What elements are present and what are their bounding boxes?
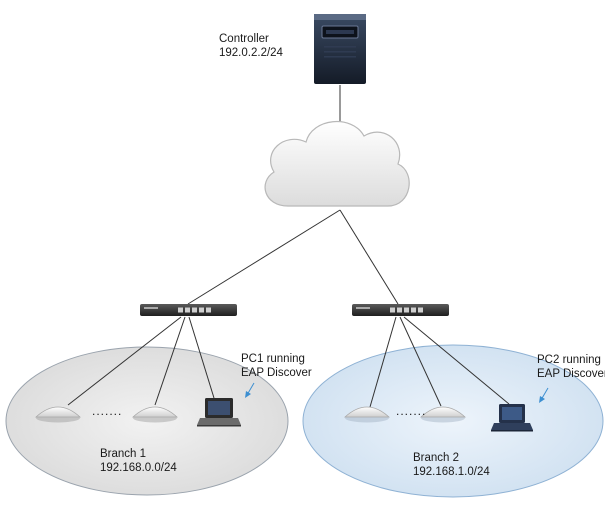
pc1-laptop-icon — [197, 398, 241, 427]
link-router2-ap1 — [369, 316, 397, 408]
pc1-label-line1: PC1 running — [241, 353, 305, 365]
pc1-label-line2: EAP Discover — [241, 367, 312, 379]
controller-server-icon — [314, 14, 366, 84]
branch2-subnet: 192.168.1.0/24 — [413, 466, 490, 478]
internet-cloud-icon — [264, 121, 410, 207]
branch1-router-icon — [140, 304, 237, 316]
link-cloud-router1 — [187, 209, 341, 305]
branch2-access-point-icon — [343, 406, 391, 423]
link-router2-laptop2 — [403, 316, 510, 405]
controller-ip: 192.0.2.2/24 — [219, 47, 283, 59]
branch2-ellipsis: ....... — [396, 404, 427, 418]
link-router1-ap2 — [154, 316, 186, 406]
discover-arrows — [245, 382, 549, 403]
branch1-ellipsis: ....... — [92, 404, 123, 418]
link-router1-ap1 — [67, 316, 182, 406]
branch1-name: Branch 1 — [100, 448, 147, 460]
branch1-subnet: 192.168.0.0/24 — [100, 462, 177, 474]
link-router2-ap2 — [399, 316, 442, 407]
pc2-laptop-icon — [491, 404, 533, 432]
link-router1-laptop1 — [188, 316, 215, 399]
branch2-name: Branch 2 — [413, 452, 460, 464]
connection-lines — [67, 85, 510, 408]
branch1-zone — [5, 346, 289, 496]
branch1-access-point-icon — [131, 406, 179, 423]
pc2-label-line1: PC2 running — [537, 354, 601, 366]
pc2-label-line2: EAP Discover — [537, 368, 605, 380]
branch2-zone — [302, 344, 604, 498]
branch2-access-point-icon — [419, 406, 467, 423]
branch1-access-point-icon — [34, 406, 82, 423]
link-cloud-router2 — [339, 209, 399, 305]
controller-title: Controller — [219, 33, 269, 45]
branch2-router-icon — [352, 304, 449, 316]
